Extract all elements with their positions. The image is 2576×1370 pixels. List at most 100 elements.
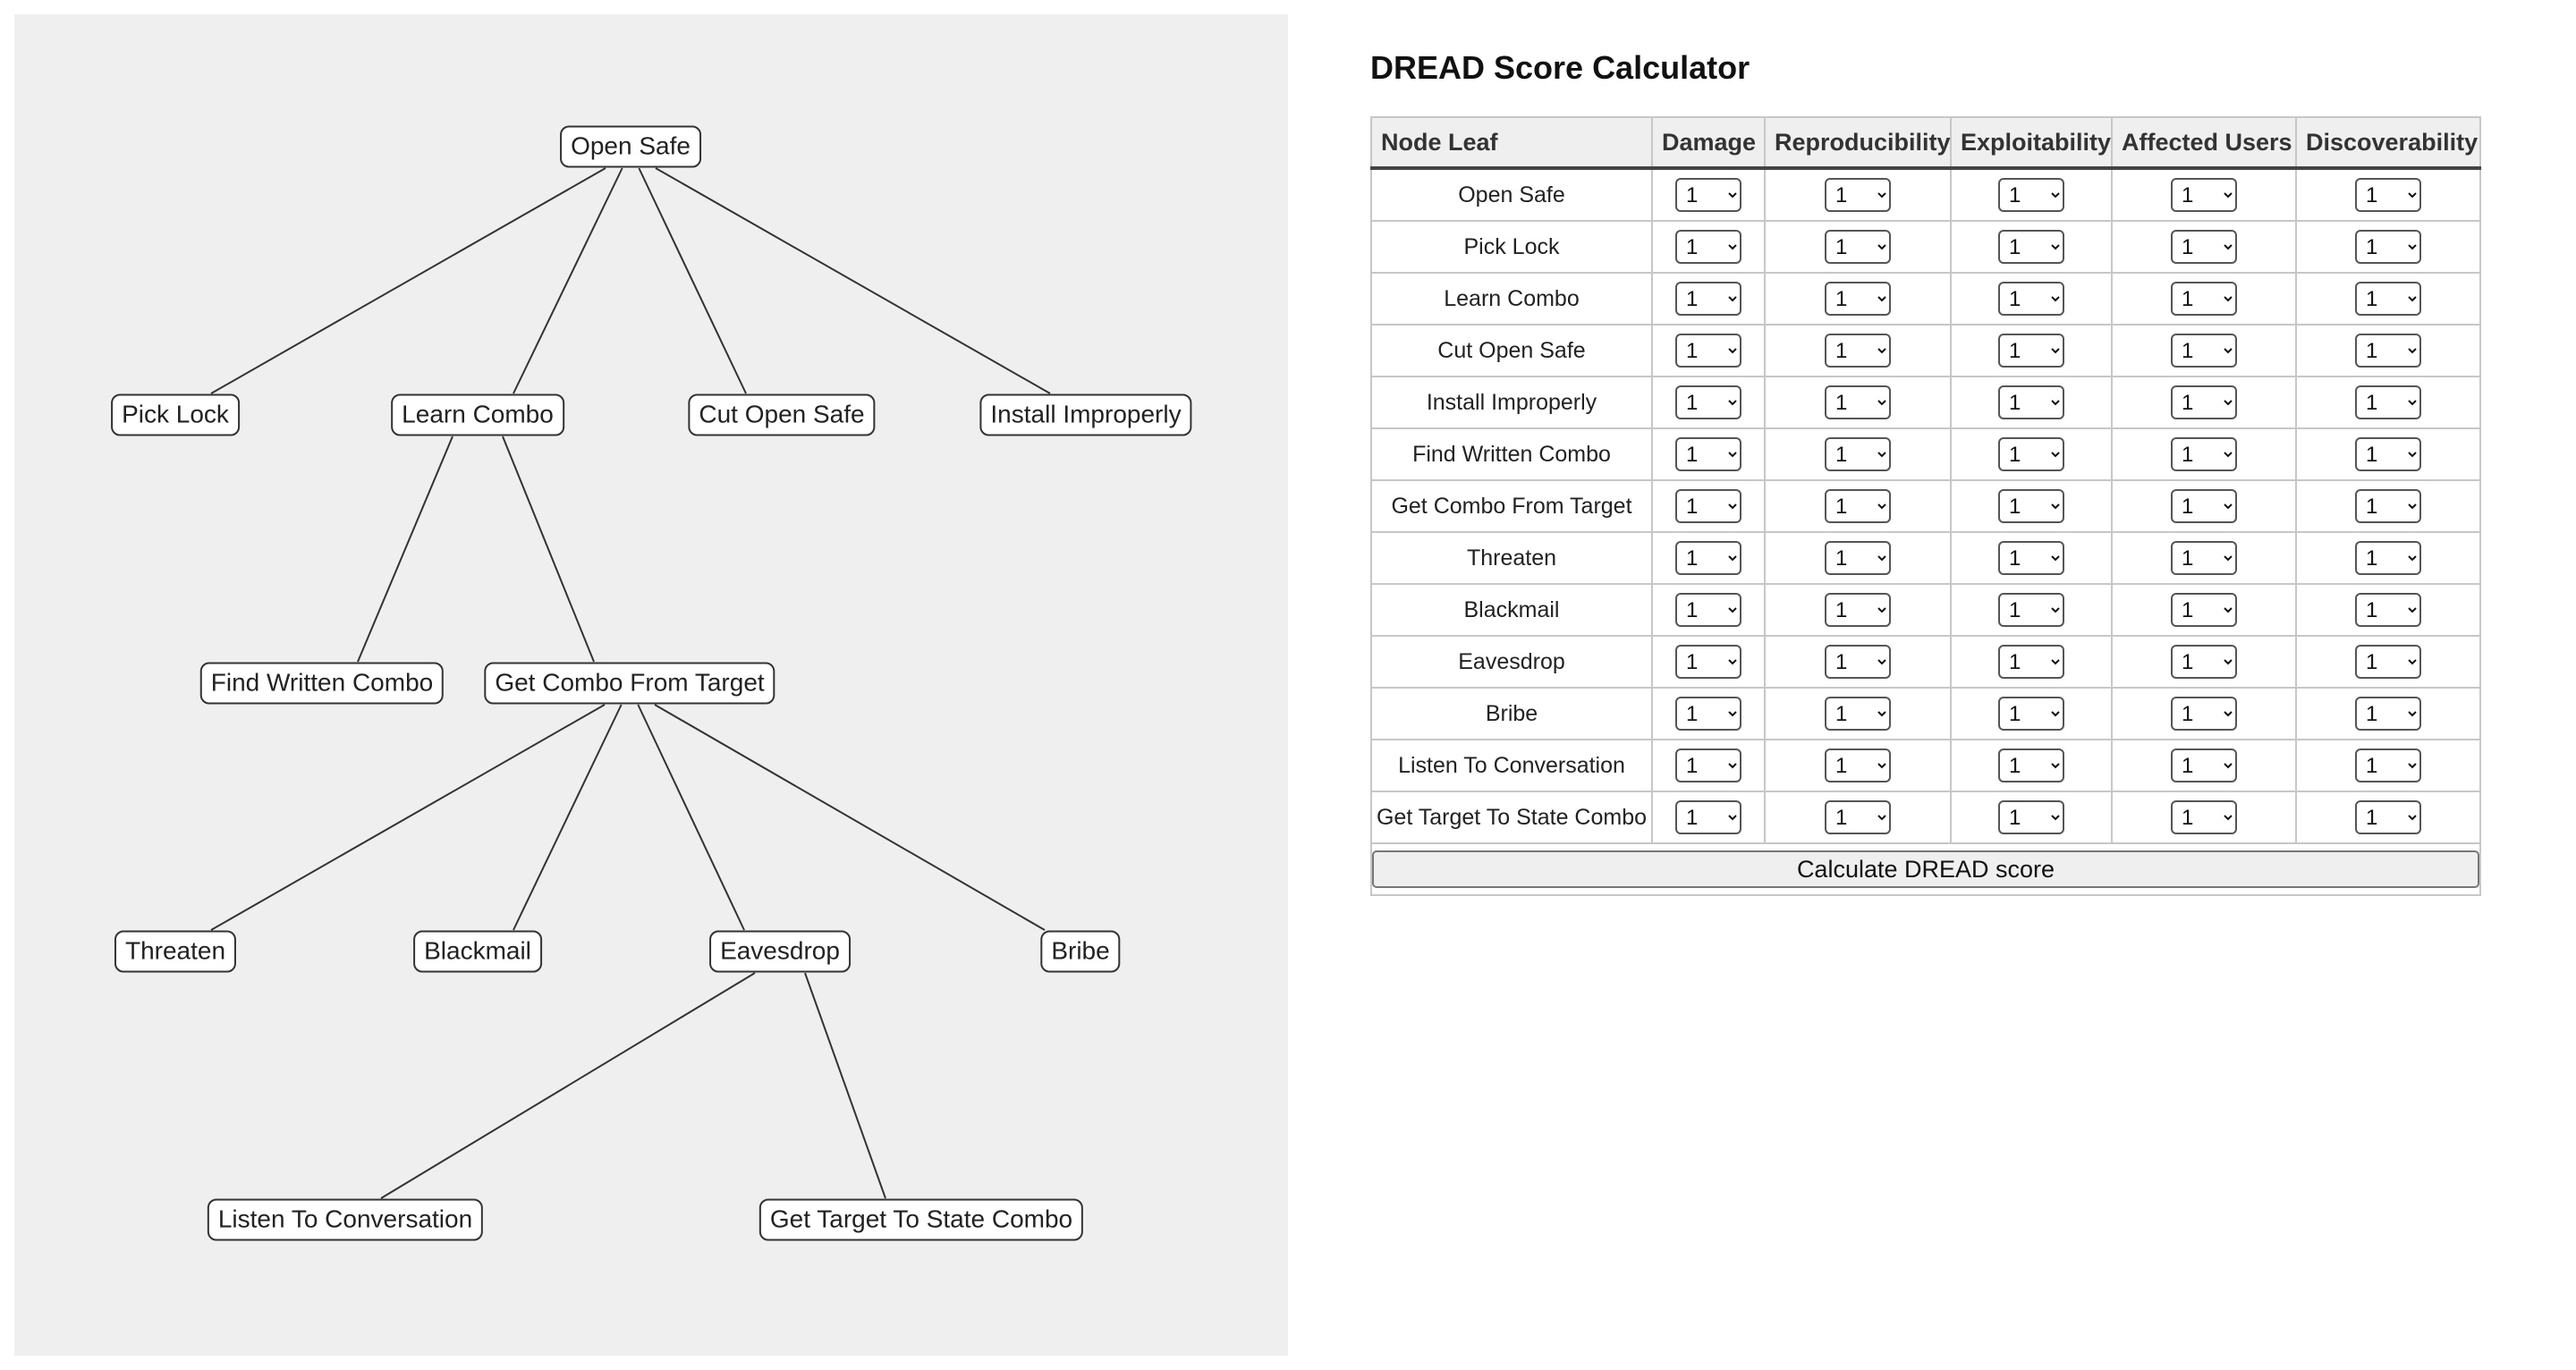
score-cell-damage: 1 [1652, 636, 1766, 689]
exploitability-select[interactable]: 1 [1998, 697, 2064, 731]
discoverability-select[interactable]: 1 [2355, 178, 2421, 212]
score-cell-reproducibility: 1 [1765, 791, 1952, 844]
affected-users-select[interactable]: 1 [2171, 385, 2237, 419]
affected-users-select[interactable]: 1 [2171, 334, 2237, 368]
score-cell-exploitability: 1 [1951, 428, 2113, 481]
score-cell-reproducibility: 1 [1765, 688, 1952, 740]
exploitability-select[interactable]: 1 [1998, 437, 2064, 471]
reproducibility-select[interactable]: 1 [1825, 800, 1891, 834]
header-discoverability: Discoverability [2296, 117, 2481, 170]
score-cell-damage: 1 [1652, 325, 1766, 377]
tree-node-pick-lock[interactable]: Pick Lock [111, 393, 240, 436]
tree-node-eavesdrop[interactable]: Eavesdrop [709, 930, 851, 973]
damage-select[interactable]: 1 [1675, 697, 1741, 731]
score-cell-affected-users: 1 [2112, 532, 2297, 585]
discoverability-select[interactable]: 1 [2355, 800, 2421, 834]
damage-select[interactable]: 1 [1675, 178, 1741, 212]
discoverability-select[interactable]: 1 [2355, 334, 2421, 368]
exploitability-select[interactable]: 1 [1998, 334, 2064, 368]
tree-node-find-written-combo[interactable]: Find Written Combo [199, 662, 445, 705]
reproducibility-select[interactable]: 1 [1825, 437, 1891, 471]
reproducibility-select[interactable]: 1 [1825, 593, 1891, 627]
discoverability-select[interactable]: 1 [2355, 645, 2421, 679]
exploitability-select[interactable]: 1 [1998, 800, 2064, 834]
score-cell-affected-users: 1 [2112, 791, 2297, 844]
tree-node-listen-to-conversation[interactable]: Listen To Conversation [207, 1198, 484, 1241]
discoverability-select[interactable]: 1 [2355, 697, 2421, 731]
reproducibility-select[interactable]: 1 [1825, 334, 1891, 368]
damage-select[interactable]: 1 [1675, 541, 1741, 575]
damage-select[interactable]: 1 [1675, 334, 1741, 368]
exploitability-select[interactable]: 1 [1998, 230, 2064, 264]
affected-users-select[interactable]: 1 [2171, 437, 2237, 471]
score-cell-exploitability: 1 [1951, 168, 2113, 222]
score-cell-affected-users: 1 [2112, 221, 2297, 274]
reproducibility-select[interactable]: 1 [1825, 489, 1891, 523]
discoverability-select[interactable]: 1 [2355, 593, 2421, 627]
discoverability-select[interactable]: 1 [2355, 437, 2421, 471]
damage-select[interactable]: 1 [1675, 800, 1741, 834]
affected-users-select[interactable]: 1 [2171, 178, 2237, 212]
exploitability-select[interactable]: 1 [1998, 593, 2064, 627]
exploitability-select[interactable]: 1 [1998, 541, 2064, 575]
node-leaf-cell: Get Combo From Target [1371, 480, 1653, 533]
exploitability-select[interactable]: 1 [1998, 385, 2064, 419]
affected-users-select[interactable]: 1 [2171, 230, 2237, 264]
score-cell-exploitability: 1 [1951, 584, 2113, 637]
affected-users-select[interactable]: 1 [2171, 697, 2237, 731]
reproducibility-select[interactable]: 1 [1825, 385, 1891, 419]
calculate-dread-button[interactable]: Calculate DREAD score [1372, 850, 2479, 888]
score-cell-affected-users: 1 [2112, 480, 2297, 533]
attack-tree-edges [210, 167, 1051, 1199]
exploitability-select[interactable]: 1 [1998, 645, 2064, 679]
exploitability-select[interactable]: 1 [1998, 178, 2064, 212]
affected-users-select[interactable]: 1 [2171, 800, 2237, 834]
score-cell-damage: 1 [1652, 221, 1766, 274]
affected-users-select[interactable]: 1 [2171, 645, 2237, 679]
tree-node-get-combo-from-target[interactable]: Get Combo From Target [484, 662, 775, 705]
tree-node-open-safe[interactable]: Open Safe [560, 125, 701, 168]
reproducibility-select[interactable]: 1 [1825, 645, 1891, 679]
reproducibility-select[interactable]: 1 [1825, 178, 1891, 212]
affected-users-select[interactable]: 1 [2171, 748, 2237, 782]
reproducibility-select[interactable]: 1 [1825, 541, 1891, 575]
exploitability-select[interactable]: 1 [1998, 489, 2064, 523]
tree-node-learn-combo[interactable]: Learn Combo [391, 393, 564, 436]
node-leaf-cell: Install Improperly [1371, 376, 1653, 429]
damage-select[interactable]: 1 [1675, 230, 1741, 264]
discoverability-select[interactable]: 1 [2355, 230, 2421, 264]
discoverability-select[interactable]: 1 [2355, 748, 2421, 782]
exploitability-select[interactable]: 1 [1998, 282, 2064, 316]
score-cell-damage: 1 [1652, 532, 1766, 585]
discoverability-select[interactable]: 1 [2355, 282, 2421, 316]
score-cell-reproducibility: 1 [1765, 168, 1952, 222]
affected-users-select[interactable]: 1 [2171, 282, 2237, 316]
discoverability-select[interactable]: 1 [2355, 385, 2421, 419]
tree-node-install-improperly[interactable]: Install Improperly [979, 393, 1192, 436]
affected-users-select[interactable]: 1 [2171, 489, 2237, 523]
damage-select[interactable]: 1 [1675, 593, 1741, 627]
tree-node-get-target-to-state-combo[interactable]: Get Target To State Combo [758, 1198, 1084, 1241]
tree-node-bribe[interactable]: Bribe [1040, 930, 1121, 973]
affected-users-select[interactable]: 1 [2171, 593, 2237, 627]
damage-select[interactable]: 1 [1675, 282, 1741, 316]
tree-node-threaten[interactable]: Threaten [114, 930, 237, 973]
discoverability-select[interactable]: 1 [2355, 489, 2421, 523]
damage-select[interactable]: 1 [1675, 437, 1741, 471]
damage-select[interactable]: 1 [1675, 748, 1741, 782]
damage-select[interactable]: 1 [1675, 489, 1741, 523]
damage-select[interactable]: 1 [1675, 385, 1741, 419]
tree-node-blackmail[interactable]: Blackmail [413, 930, 542, 973]
damage-select[interactable]: 1 [1675, 645, 1741, 679]
reproducibility-select[interactable]: 1 [1825, 697, 1891, 731]
reproducibility-select[interactable]: 1 [1825, 282, 1891, 316]
tree-node-cut-open-safe[interactable]: Cut Open Safe [688, 393, 876, 436]
exploitability-select[interactable]: 1 [1998, 748, 2064, 782]
affected-users-select[interactable]: 1 [2171, 541, 2237, 575]
discoverability-select[interactable]: 1 [2355, 541, 2421, 575]
reproducibility-select[interactable]: 1 [1825, 748, 1891, 782]
reproducibility-select[interactable]: 1 [1825, 230, 1891, 264]
